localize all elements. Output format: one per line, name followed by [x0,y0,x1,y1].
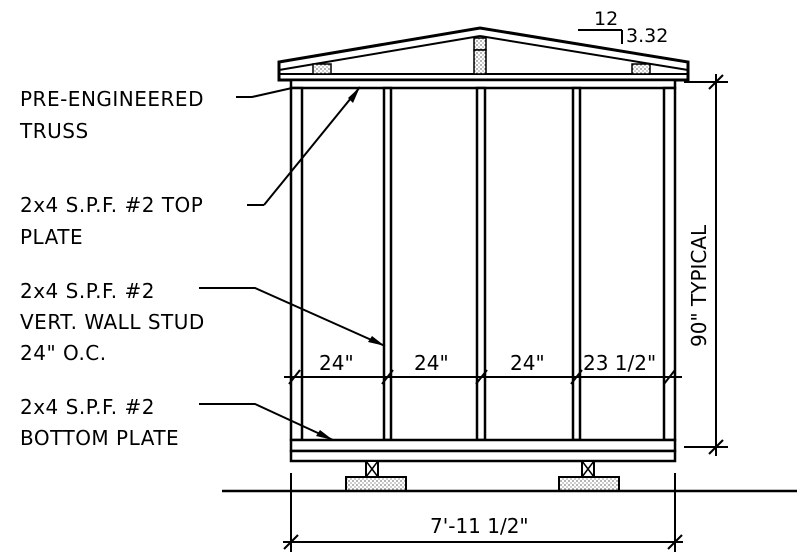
callout-wall-stud: 2x4 S.P.F. #2 VERT. WALL STUD 24" O.C. [20,279,386,365]
wall-stud [382,86,393,442]
callout-top-plate: 2x4 S.P.F. #2 TOP PLATE [20,86,361,249]
stud-spacing-dimension: 24" 24" 24" 23 1/2" [284,351,682,385]
wall-stud [475,86,487,442]
wall-stud [571,86,582,442]
callout-bottom-plate-leader [199,403,334,441]
callout-truss-line-2: TRUSS [19,119,89,143]
concrete-block-left [345,476,407,492]
arrowhead [316,430,333,440]
callout-bottom-plate-line-2: BOTTOM PLATE [20,426,179,450]
truss-outline [277,26,690,82]
height-dimension-label: 90" TYPICAL [687,224,711,347]
floor-edge [289,449,677,463]
width-dimension: 7'-11 1/2" [283,473,683,552]
truss-gusset-right [631,63,651,75]
stud-spacing-2: 24" [414,351,449,375]
stud-spacing-3: 24" [510,351,545,375]
truss-king-post [473,49,487,75]
stud-spacing-1: 24" [319,351,354,375]
truss-gusset-top [473,37,487,51]
bottom-plate [289,438,677,453]
callout-truss-leader [236,87,293,98]
callout-bottom-plate: 2x4 S.P.F. #2 BOTTOM PLATE [20,395,334,450]
callout-top-plate-line-1: 2x4 S.P.F. #2 TOP [20,193,203,217]
slope-run: 3.32 [626,25,668,47]
roof-truss [277,26,690,82]
callout-wall-stud-leader [199,287,386,347]
callout-wall-stud-line-3: 24" O.C. [20,341,107,365]
end-stud-left [289,86,304,442]
callout-top-plate-line-2: PLATE [20,225,83,249]
callout-wall-stud-line-1: 2x4 S.P.F. #2 [20,279,155,303]
concrete-block-right [558,476,620,492]
callout-top-plate-leader [263,86,361,206]
truss-gusset-left [312,63,332,75]
foundation [222,460,797,493]
callout-bottom-plate-line-1: 2x4 S.P.F. #2 [20,395,155,419]
end-stud-right [662,86,677,442]
roof-slope-indicator: 12 3.32 [578,8,668,47]
callout-wall-stud-line-2: VERT. WALL STUD [20,310,205,334]
stud-spacing-4: 23 1/2" [583,351,656,375]
wall-framing [289,78,677,463]
callout-truss: PRE-ENGINEERED TRUSS [19,87,293,143]
height-dimension: 90" TYPICAL [684,74,728,456]
arrowhead [348,87,360,103]
arrowhead [368,336,385,346]
width-dimension-label: 7'-11 1/2" [430,514,529,538]
callout-truss-line-1: PRE-ENGINEERED [20,87,204,111]
slope-rise: 12 [594,8,618,30]
